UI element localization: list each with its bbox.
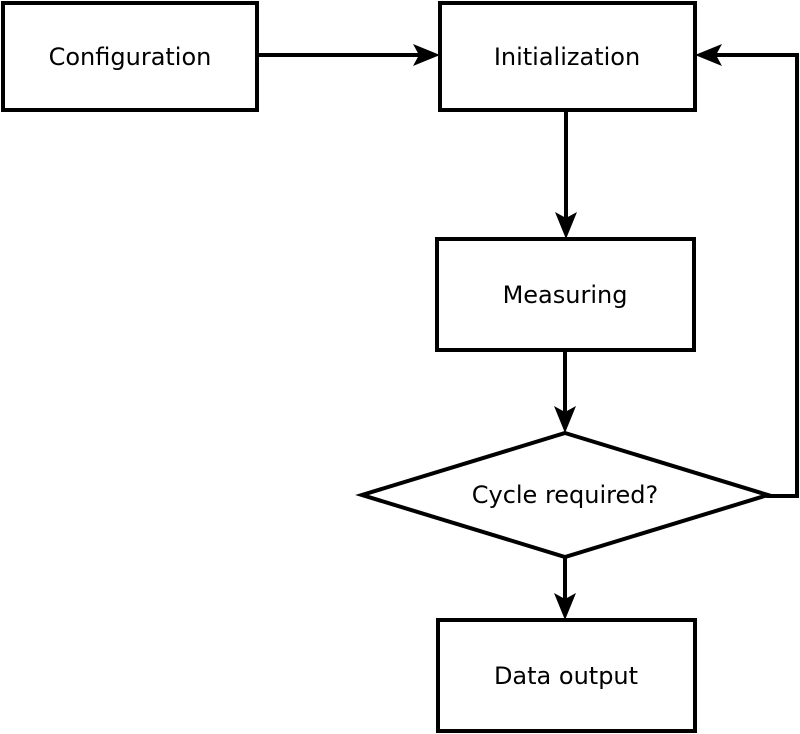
node-measuring: Measuring xyxy=(435,237,696,352)
arrowhead-down-icon xyxy=(554,406,576,433)
arrowhead-left-icon xyxy=(695,44,722,66)
edge-initialization-to-measuring xyxy=(555,110,577,239)
node-configuration: Configuration xyxy=(1,1,259,112)
node-cycle-required-label: Cycle required? xyxy=(472,481,659,509)
node-measuring-box xyxy=(435,237,696,352)
node-initialization-box xyxy=(438,1,697,112)
edge-configuration-to-initialization xyxy=(257,44,440,66)
node-data-output-label: Data output xyxy=(494,662,638,690)
edge-measuring-to-cycle-required xyxy=(554,350,576,433)
node-measuring-label: Measuring xyxy=(503,281,628,309)
node-initialization-label: Initialization xyxy=(494,43,640,71)
node-configuration-label: Configuration xyxy=(49,43,212,71)
arrowhead-down-icon xyxy=(555,212,577,239)
node-configuration-box xyxy=(1,1,259,112)
arrowhead-down-icon xyxy=(554,593,576,620)
node-cycle-required-diamond xyxy=(355,430,775,560)
edge-cycle-required-to-data-output xyxy=(554,557,576,620)
edge-cycle-required-to-initialization-feedback xyxy=(695,44,799,498)
node-cycle-required: Cycle required? xyxy=(355,430,775,560)
node-data-output: Data output xyxy=(436,618,697,733)
edge-line xyxy=(716,53,799,498)
node-initialization: Initialization xyxy=(438,1,697,112)
arrowhead-right-icon xyxy=(413,44,440,66)
node-data-output-box xyxy=(436,618,697,733)
